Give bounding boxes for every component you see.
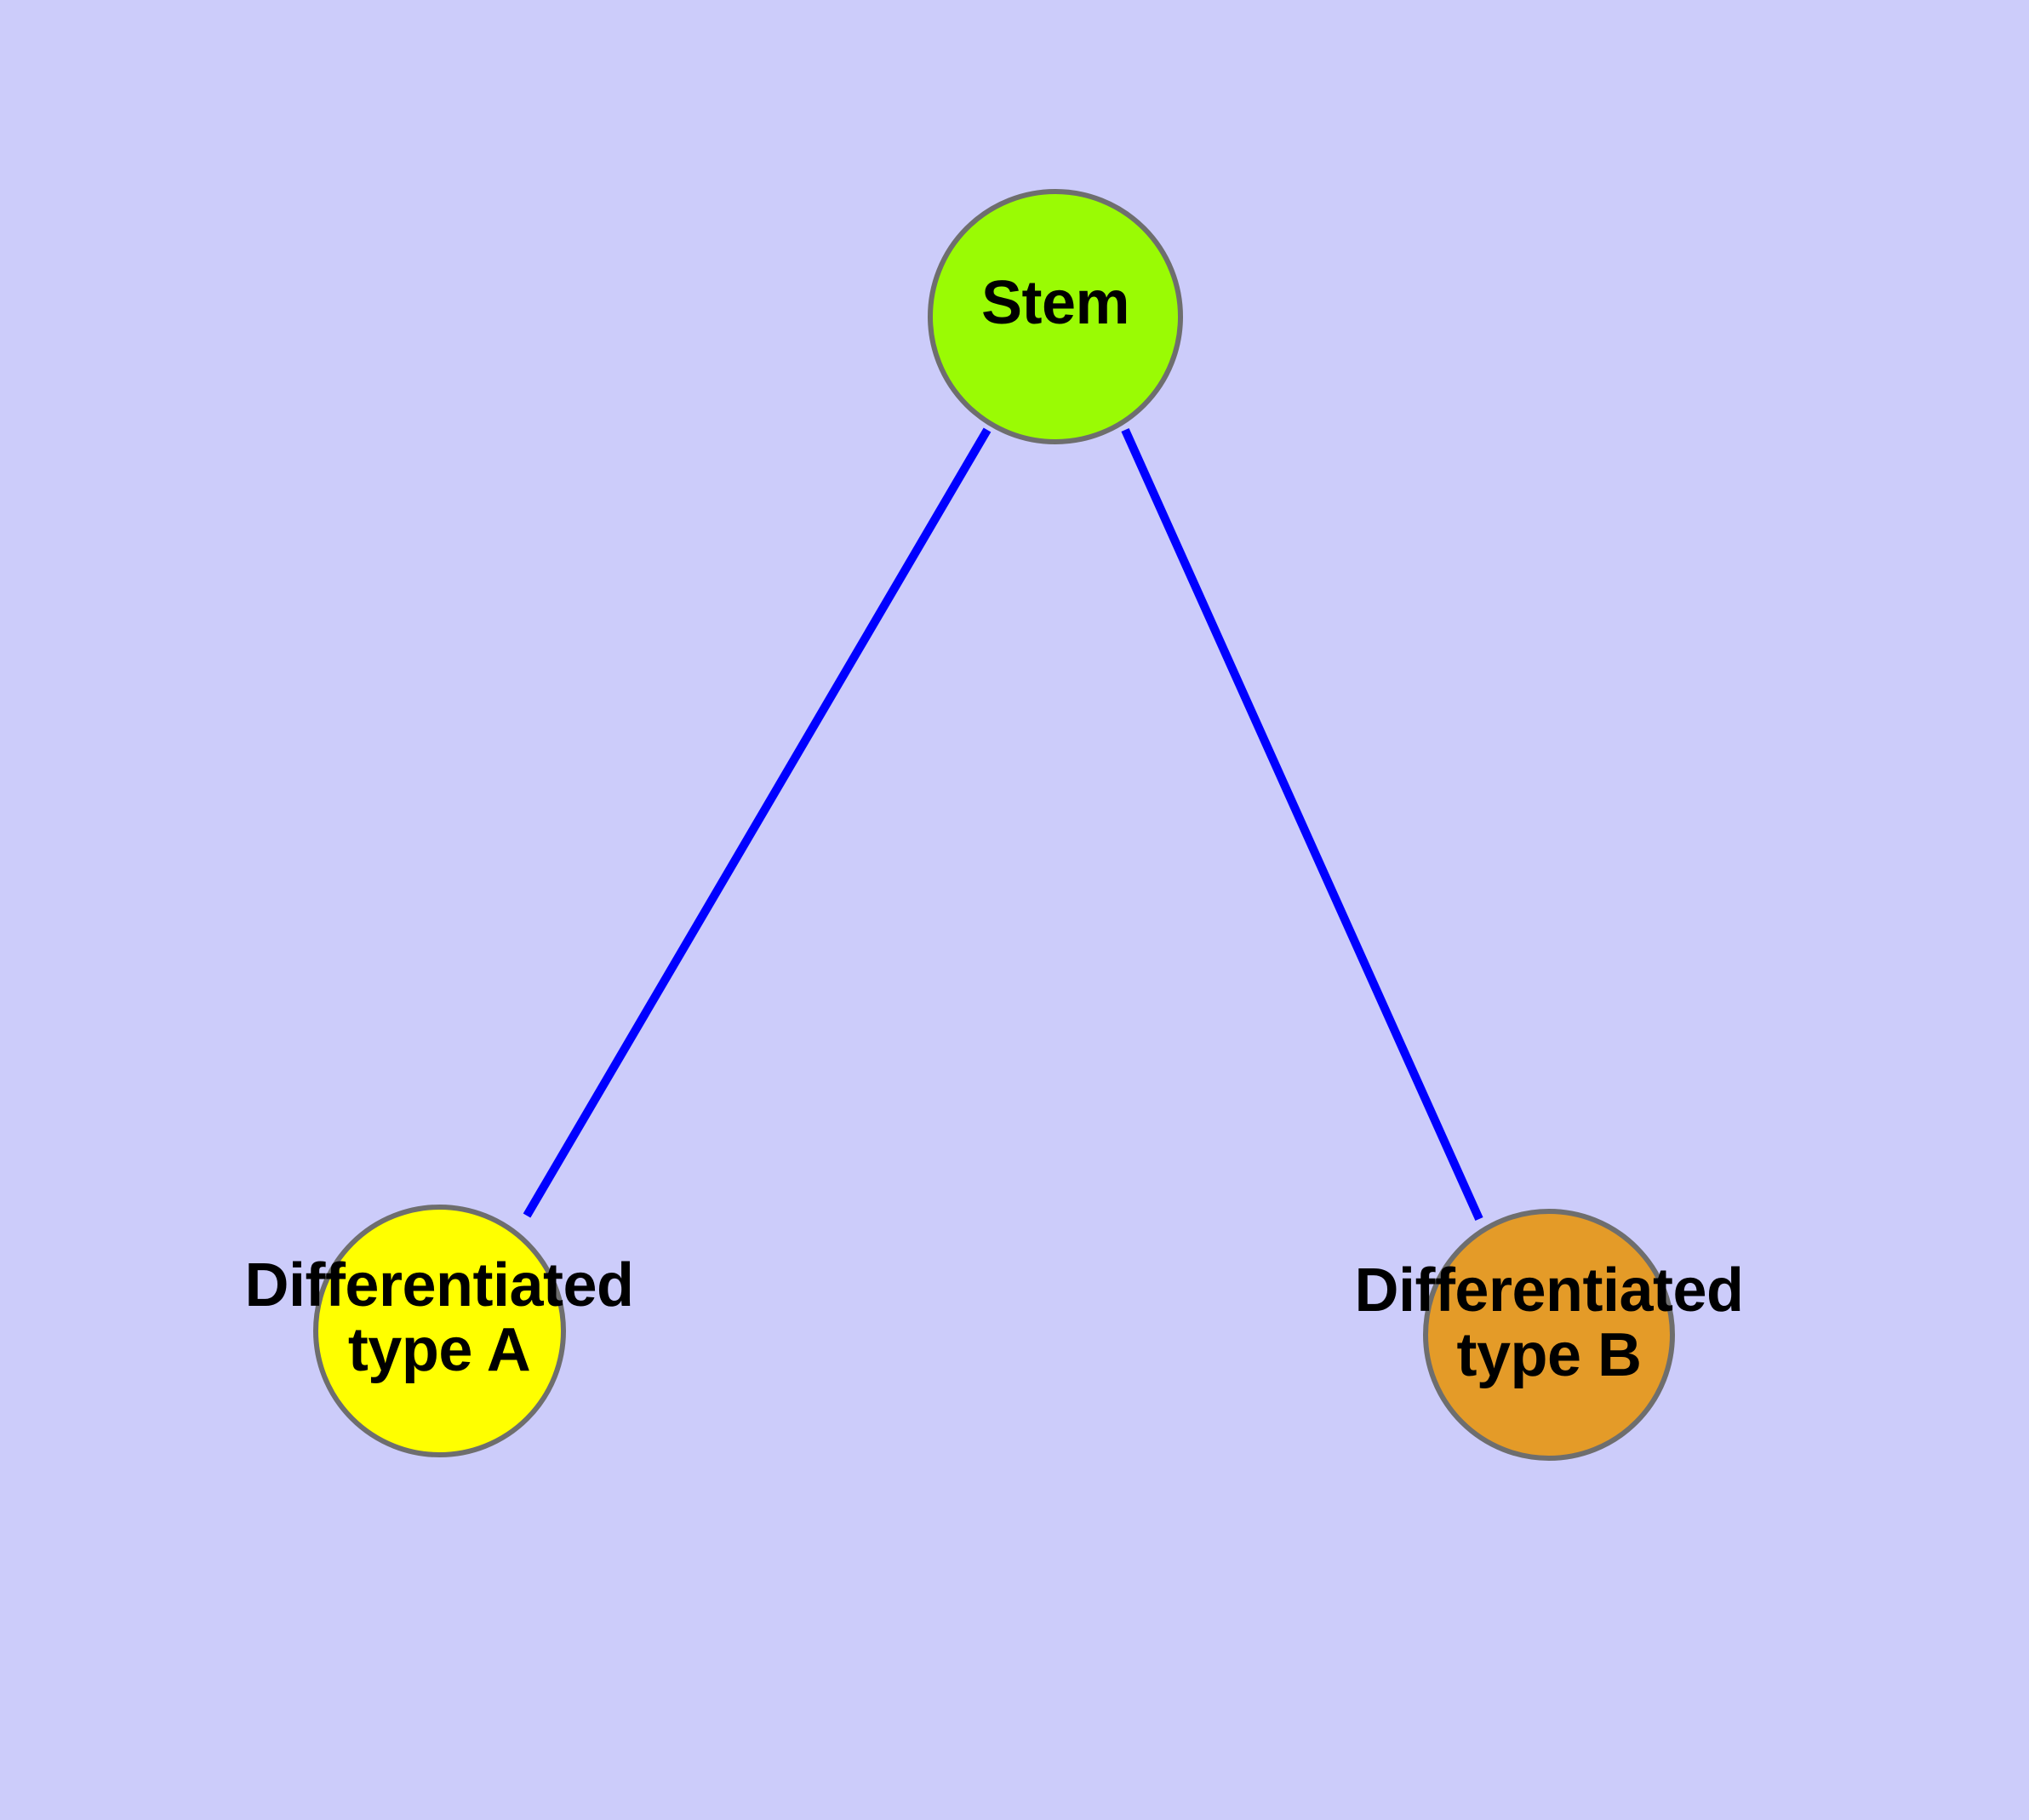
- edge-stem-to-diff-b: [1121, 427, 1483, 1222]
- node-stem[interactable]: [928, 189, 1183, 444]
- node-differentiated-type-b[interactable]: [1423, 1209, 1675, 1461]
- edge-stem-to-diff-a: [523, 427, 992, 1218]
- node-differentiated-type-a[interactable]: [313, 1205, 566, 1457]
